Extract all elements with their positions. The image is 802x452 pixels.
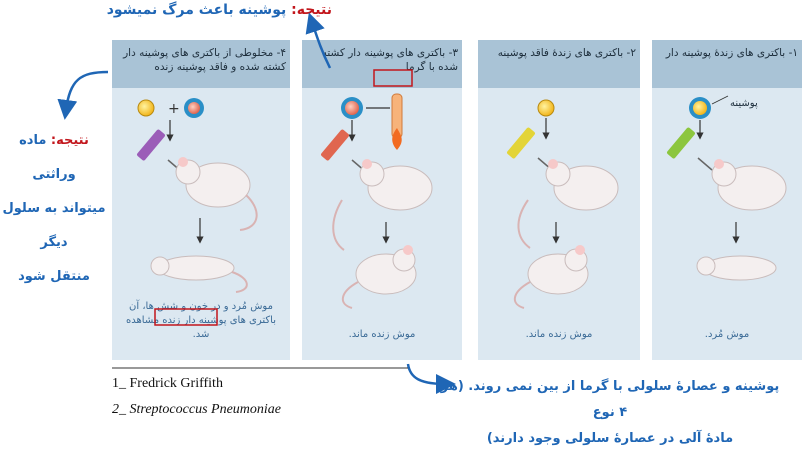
syringe-icon xyxy=(506,127,552,170)
bottom-note: پوشینه و عصارهٔ سلولی با گرما از بین نمی… xyxy=(440,374,780,452)
mouse-icon xyxy=(712,159,786,210)
top-result-arrow xyxy=(312,22,330,68)
bottom-note-line1: پوشینه و عصارهٔ سلولی با گرما از بین نمی… xyxy=(440,374,780,426)
reference-1: 1_ Fredrick Griffith xyxy=(112,376,223,392)
side-result-label: نتیجه: xyxy=(51,133,89,148)
side-result-line1: نتیجه: ماده وراثتی xyxy=(0,124,108,192)
mouse-icon xyxy=(518,159,618,248)
dead-mouse-icon xyxy=(697,256,776,280)
side-result-arrow xyxy=(66,72,108,110)
experiment-illustrations: + xyxy=(0,0,802,430)
syringe-icon xyxy=(666,127,712,170)
dead-mouse-icon xyxy=(151,256,247,292)
mouse-icon xyxy=(333,159,432,250)
alive-mouse-icon xyxy=(343,245,416,308)
syringe-icon xyxy=(136,129,182,172)
bacterium-rough-icon xyxy=(138,100,154,116)
side-result-line3: منتقل شود xyxy=(0,260,108,294)
syringe-icon xyxy=(320,129,366,172)
heat-highlight-box xyxy=(374,70,412,86)
blood-highlight-box xyxy=(155,309,217,325)
side-result-line2: میتواند به سلول دیگر xyxy=(0,192,108,260)
side-result: نتیجه: ماده وراثتی میتواند به سلول دیگر … xyxy=(0,124,108,294)
mouse-icon xyxy=(176,157,257,230)
bacterium-rough-icon xyxy=(538,100,554,116)
reference-2: 2_ Streptococcus Pneumoniae xyxy=(112,402,281,418)
flame-tube-icon xyxy=(392,94,402,150)
alive-mouse-icon xyxy=(515,245,588,308)
plus-sign: + xyxy=(168,101,180,117)
